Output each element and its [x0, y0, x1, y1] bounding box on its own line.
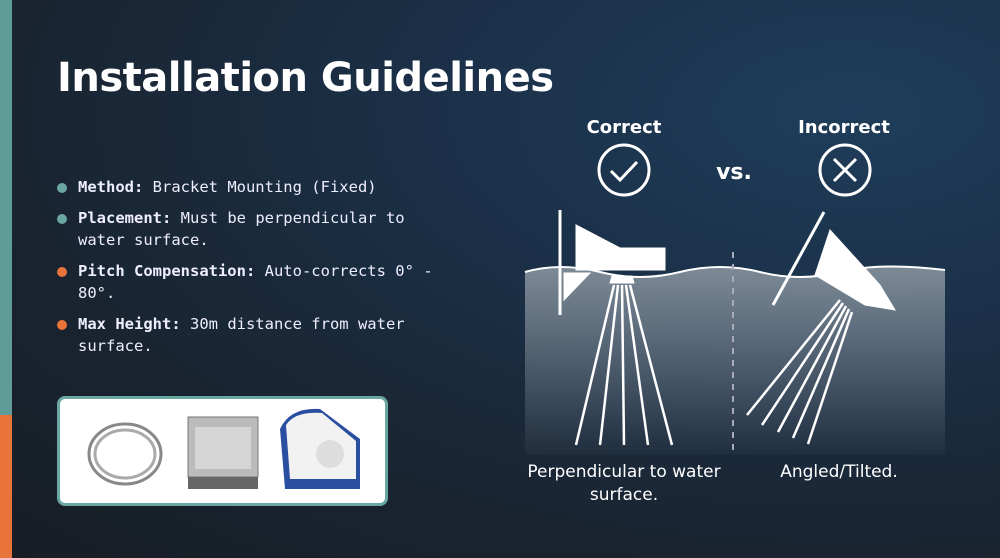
vs-label: vs. — [716, 160, 752, 185]
bullet-dot — [57, 214, 67, 224]
hardware-photos — [87, 408, 360, 489]
bullet-max-height: Max Height: 30m distance from water surf… — [57, 313, 457, 357]
check-icon — [597, 143, 651, 197]
hardware-photo-card — [57, 396, 388, 506]
bullet-method: Method: Bracket Mounting (Fixed) — [57, 176, 457, 198]
mounting-bracket-image — [187, 416, 259, 489]
bullet-dot — [57, 183, 67, 193]
bullet-list: Method: Bracket Mounting (Fixed) Placeme… — [57, 176, 457, 366]
bullet-dot — [57, 267, 67, 277]
incorrect-sensor-illustration — [746, 211, 896, 445]
installation-diagram — [524, 143, 946, 455]
incorrect-caption: Angled/Tilted. — [780, 462, 898, 482]
x-icon — [818, 143, 872, 197]
slide-title: Installation Guidelines — [57, 55, 554, 101]
correct-heading: Correct — [586, 117, 662, 138]
sensor-device-image — [280, 408, 360, 489]
hose-clamp-image — [87, 422, 163, 486]
correct-sensor-illustration — [558, 210, 674, 446]
correct-caption: Perpendicular to water surface. — [527, 462, 721, 505]
bullet-placement: Placement: Must be perpendicular to wate… — [57, 207, 457, 251]
accent-bar-teal — [0, 0, 12, 415]
accent-bar-orange — [0, 415, 12, 558]
bullet-dot — [57, 320, 67, 330]
bullet-pitch: Pitch Compensation: Auto-corrects 0° - 8… — [57, 260, 457, 304]
incorrect-heading: Incorrect — [798, 117, 890, 138]
